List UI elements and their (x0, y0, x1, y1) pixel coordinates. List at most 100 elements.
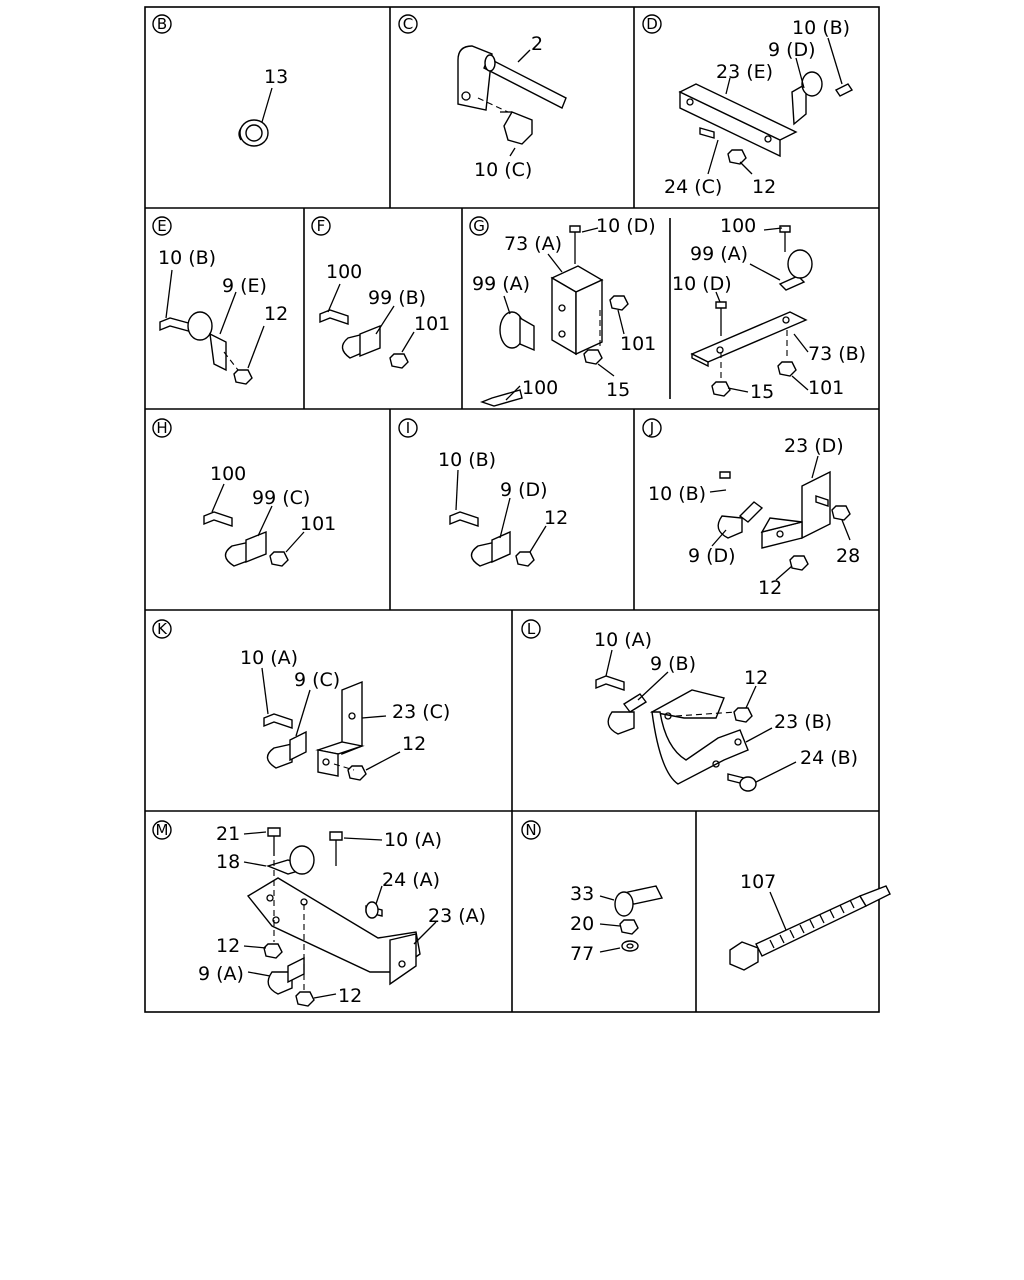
panel-b-letter-badge: B (152, 14, 172, 34)
svg-text:K: K (157, 620, 168, 638)
panel-d: D 10 (B) 9 (D) 23 (E) 24 (C) 12 (642, 14, 854, 198)
callout-24b: 24 (B) (800, 747, 858, 769)
plug-33-illustration (614, 885, 664, 952)
callout-12-lower: 12 (338, 985, 362, 1007)
panel-m-letter-badge: M (152, 820, 172, 840)
clip-99c-illustration (203, 511, 289, 567)
callout-21: 21 (216, 823, 240, 845)
callout-99c: 99 (C) (252, 487, 310, 509)
panel-b: B 13 (152, 14, 288, 147)
bracket-23a-illustration (246, 827, 421, 1007)
callout-12: 12 (752, 176, 776, 198)
callout-9b: 9 (B) (650, 653, 696, 675)
callout-9d: 9 (D) (500, 479, 548, 501)
panel-j: J 23 (D) 10 (B) 28 9 (D) 12 (642, 418, 860, 599)
panel-cable-tie: 107 (729, 871, 891, 971)
callout-10b: 10 (B) (438, 449, 496, 471)
callout-9d: 9 (D) (688, 545, 736, 567)
panel-n: N 33 20 77 (521, 820, 664, 965)
callout-9a: 9 (A) (198, 963, 244, 985)
callout-99b: 99 (B) (368, 287, 426, 309)
panel-h: H 100 99 (C) 101 (152, 418, 336, 567)
panel-j-letter-badge: J (642, 418, 662, 438)
callout-24a: 24 (A) (382, 869, 440, 891)
callout-73b: 73 (B) (808, 343, 866, 365)
callout-99a-right: 99 (A) (690, 243, 748, 265)
callout-77: 77 (570, 943, 594, 965)
panel-n-letter-badge: N (521, 820, 541, 840)
panel-c-letter-badge: C (398, 14, 418, 34)
panel-e-letter-badge: E (152, 216, 172, 236)
callout-10b: 10 (B) (158, 247, 216, 269)
svg-text:E: E (157, 217, 166, 235)
callout-15-right: 15 (750, 381, 774, 403)
callout-12: 12 (216, 935, 240, 957)
callout-101: 101 (300, 513, 336, 535)
bracket-23b-illustration (595, 675, 757, 792)
bracket-23d-illustration (717, 470, 851, 571)
clip-9e-illustration (159, 311, 253, 385)
callout-23b: 23 (B) (774, 711, 832, 733)
panel-g-letter-badge: G (469, 216, 489, 236)
panel-i: I 10 (B) 9 (D) 12 (398, 418, 568, 567)
svg-text:C: C (403, 15, 413, 33)
callout-24c: 24 (C) (664, 176, 722, 198)
callout-100: 100 (522, 377, 558, 399)
panel-f: F 100 99 (B) 101 (311, 216, 450, 369)
panel-d-letter-badge: D (642, 14, 662, 34)
callout-33: 33 (570, 883, 594, 905)
panel-h-letter-badge: H (152, 418, 172, 438)
svg-text:N: N (525, 821, 536, 839)
callout-2: 2 (531, 33, 543, 55)
panel-grid (144, 6, 880, 1013)
panel-e: E 10 (B) 9 (E) 12 (152, 216, 288, 385)
callout-73a: 73 (A) (504, 233, 562, 255)
callout-9e: 9 (E) (222, 275, 267, 297)
callout-101: 101 (620, 333, 656, 355)
callout-99a: 99 (A) (472, 273, 530, 295)
callout-10d: 10 (D) (596, 215, 656, 237)
panel-k-letter-badge: K (152, 619, 172, 639)
callout-18: 18 (216, 851, 240, 873)
callout-10d-right: 10 (D) (672, 273, 732, 295)
svg-text:J: J (649, 419, 654, 437)
callout-9d: 9 (D) (768, 39, 816, 61)
svg-text:G: G (473, 217, 485, 235)
svg-text:B: B (157, 15, 167, 33)
svg-text:I: I (406, 419, 410, 437)
callout-12: 12 (744, 667, 768, 689)
svg-text:H: H (156, 419, 167, 437)
callout-20: 20 (570, 913, 594, 935)
callout-10b: 10 (B) (792, 17, 850, 39)
callout-12: 12 (402, 733, 426, 755)
callout-10a: 10 (A) (594, 629, 652, 651)
callout-23a: 23 (A) (428, 905, 486, 927)
callout-15: 15 (606, 379, 630, 401)
cable-tie-107-illustration (729, 885, 891, 971)
callout-23c: 23 (C) (392, 701, 450, 723)
clip-9d-illustration (449, 511, 535, 567)
callout-23e: 23 (E) (716, 61, 773, 83)
callout-10a: 10 (A) (240, 647, 298, 669)
callout-100-right: 100 (720, 215, 756, 237)
callout-10b: 10 (B) (648, 483, 706, 505)
bracket-73b-illustration (690, 225, 813, 397)
callout-10c: 10 (C) (474, 159, 532, 181)
panel-l: L 10 (A) 9 (B) 12 23 (B) 24 (B) (521, 619, 858, 792)
panel-g: G 73 (A) 10 (D) 99 (A) 101 100 15 (469, 215, 866, 407)
bracket-23c-illustration (263, 680, 367, 781)
callout-10a: 10 (A) (384, 829, 442, 851)
svg-text:L: L (527, 620, 536, 638)
panel-c: C 2 10 (C) (398, 14, 567, 181)
callout-101-right: 101 (808, 377, 844, 399)
svg-text:D: D (646, 15, 658, 33)
callout-12: 12 (544, 507, 568, 529)
pipe-2-illustration (457, 45, 567, 145)
panel-f-letter-badge: F (311, 216, 331, 236)
callout-107: 107 (740, 871, 776, 893)
svg-text:M: M (156, 821, 169, 839)
callout-12: 12 (758, 577, 782, 599)
panel-k: K 10 (A) 9 (C) 23 (C) 12 (152, 619, 450, 781)
grommet-13-illustration (238, 119, 269, 147)
callout-28: 28 (836, 545, 860, 567)
